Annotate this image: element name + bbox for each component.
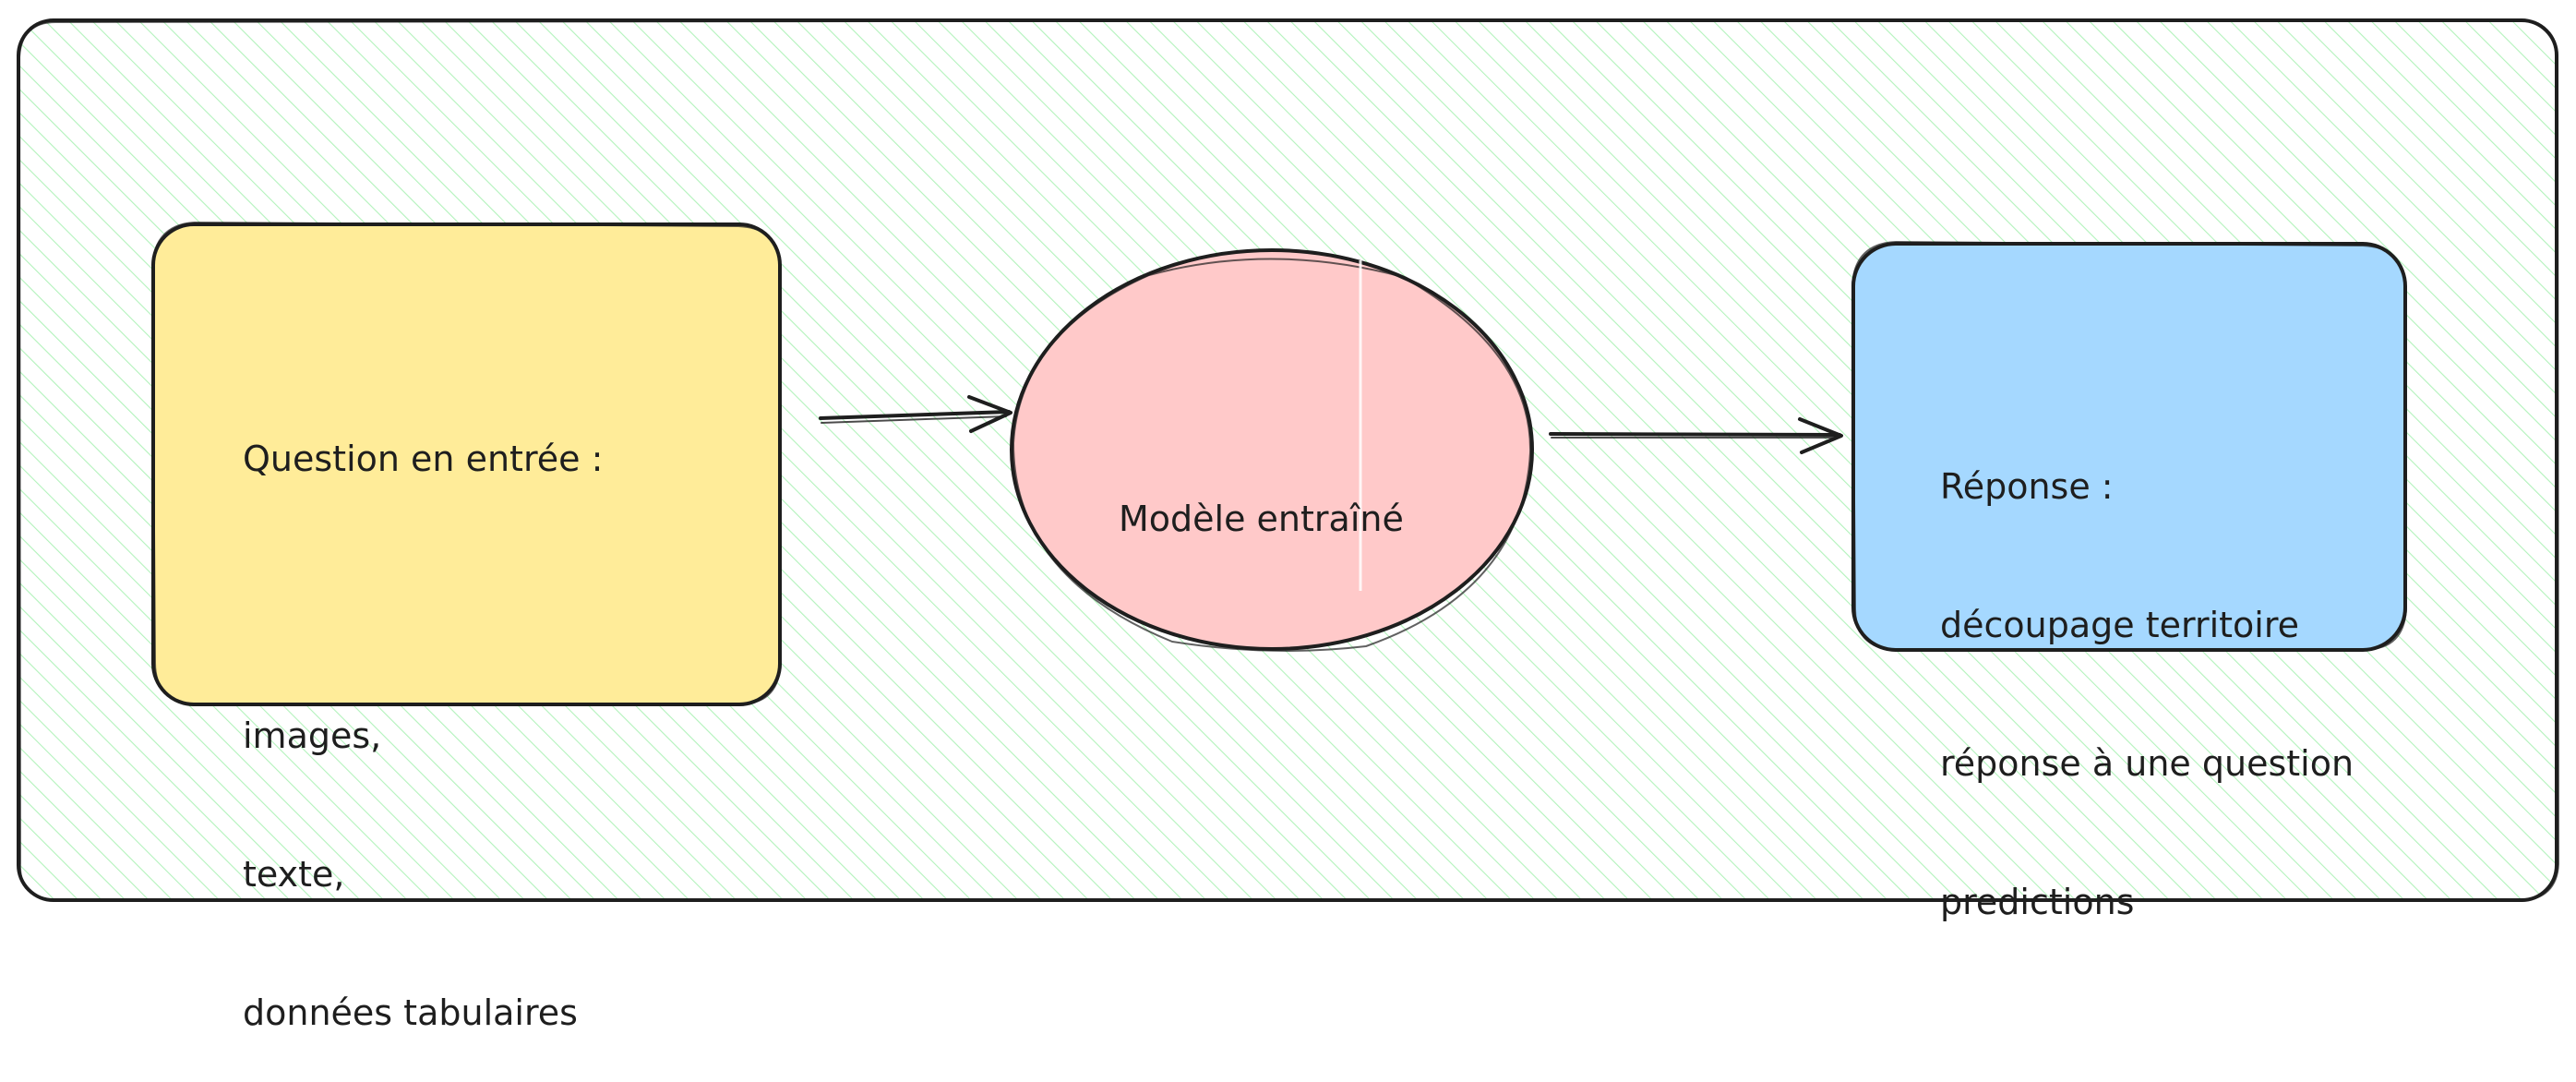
model-node-sketch-stroke — [1012, 258, 1532, 652]
output-node-line-title: Réponse : — [1940, 466, 2114, 507]
model-node-text: Modèle entraîné — [1119, 403, 1404, 588]
background-frame-sketch-stroke — [18, 18, 2560, 903]
input-node-sketch-stroke — [150, 222, 783, 707]
model-node-ellipse[interactable] — [1010, 248, 1534, 651]
model-node-label: Modèle entraîné — [1119, 499, 1404, 539]
output-node-line-predictions: predictions — [1940, 882, 2135, 922]
arrow-model-to-output-head — [1798, 417, 1843, 454]
input-node-line-donnees: données tabulaires — [243, 992, 578, 1033]
input-node-line-texte: texte, — [243, 854, 345, 895]
arrow-input-to-model-head — [967, 395, 1012, 433]
input-node-text: Question en entrée : images, texte, donn… — [243, 343, 603, 1082]
output-node-text: Réponse : découpage territoire réponse à… — [1940, 371, 2354, 971]
input-node-line-images: images, — [243, 715, 382, 756]
arrow-model-to-output-shaft — [1549, 432, 1841, 437]
output-node-line-reponse: réponse à une question — [1940, 743, 2354, 784]
arrow-input-to-model-shaft-sketch — [821, 415, 1007, 424]
output-node-sketch-stroke — [1851, 241, 2408, 653]
arrow-input-to-model-shaft — [819, 410, 1011, 420]
diagram-canvas — [17, 18, 2560, 903]
output-node-line-decoupage: découpage territoire — [1940, 605, 2299, 645]
input-node-line-title: Question en entrée : — [243, 439, 604, 479]
input-node-line-blank — [243, 574, 603, 620]
